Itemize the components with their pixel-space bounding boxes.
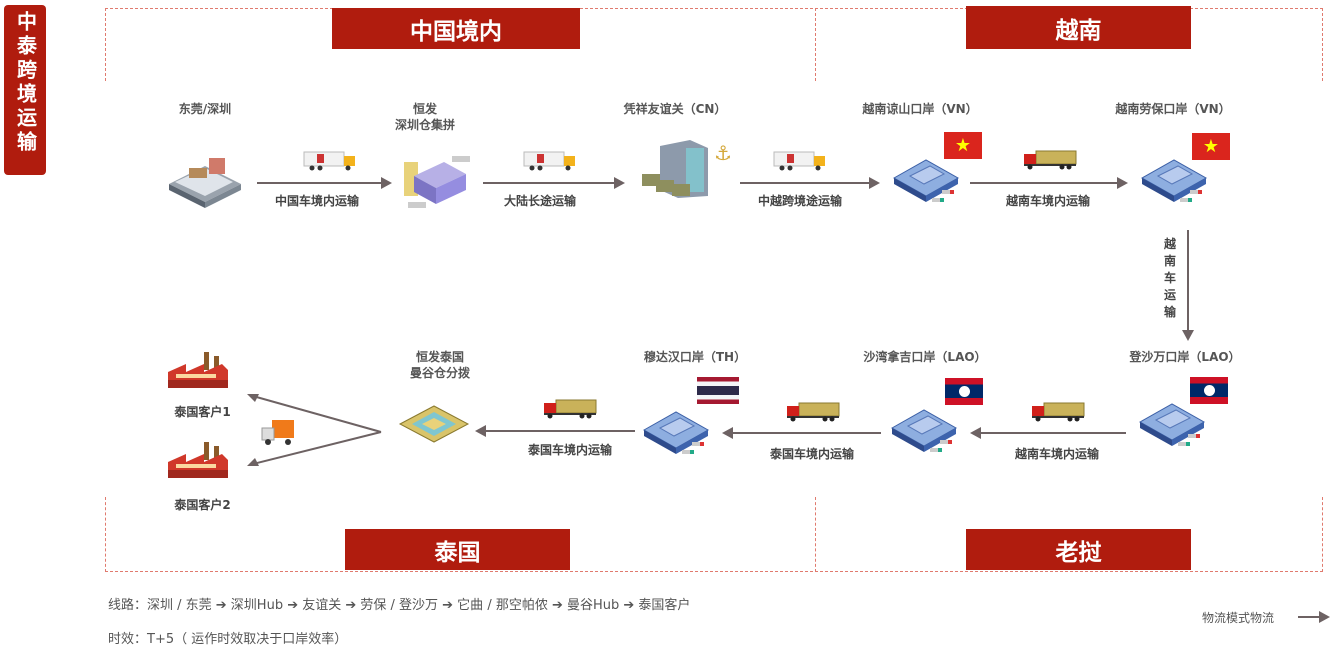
- leg-label: 泰国车境内运输: [769, 447, 854, 461]
- leg-label: 越南车境内运输: [1014, 447, 1099, 461]
- factory-icon: [166, 350, 230, 394]
- node-hengfa-th-line1: 恒发泰国: [415, 350, 464, 364]
- route-summary: 线路：深圳 / 东莞 ➔ 深圳Hub ➔ 友谊关 ➔ 劳保 / 登沙万 ➔ 它曲…: [108, 598, 691, 613]
- truck-icon: [542, 399, 598, 419]
- port-icon: [640, 402, 712, 460]
- leg-label: 中越跨境途运输: [757, 194, 842, 208]
- region-divider-bottom: [815, 497, 816, 572]
- route-arrow: [740, 177, 880, 189]
- port-icon: [888, 400, 960, 458]
- leg-label: 大陆长途运输: [503, 194, 576, 208]
- node-langson-label: 越南谅山口岸（VN）: [862, 102, 978, 116]
- region-frame-bottom: [105, 497, 1323, 572]
- node-hengfa-line1: 恒发: [412, 102, 437, 116]
- distribution-warehouse-icon: [398, 405, 470, 443]
- region-vietnam: 越南: [966, 6, 1191, 49]
- route-arrow: [722, 427, 881, 439]
- laos-flag-icon: [945, 378, 983, 405]
- consolidation-warehouse-icon: [404, 156, 470, 208]
- customer-2-label: 泰国客户2: [174, 498, 231, 512]
- region-divider-top: [815, 8, 816, 81]
- region-china: 中国境内: [332, 8, 580, 49]
- truck-icon: [785, 402, 841, 422]
- node-hengfa-bangkok-label: 恒发泰国曼谷仓分拨: [395, 349, 485, 381]
- warehouse-icon: [169, 158, 241, 208]
- region-thailand: 泰国: [345, 529, 570, 570]
- factory-icon: [166, 440, 230, 484]
- truck-icon: [1196, 248, 1218, 302]
- node-pingxiang-label: 凭祥友谊关（CN）: [623, 102, 727, 116]
- leg-label: 中国车境内运输: [274, 194, 359, 208]
- transit-time: 时效：T+5（ 运作时效取决于口岸效率）: [108, 632, 348, 647]
- legend-arrow: [1298, 611, 1330, 623]
- node-densavan-label: 登沙万口岸（LAO）: [1129, 350, 1241, 364]
- node-mukdahan-label: 穆达汉口岸（TH）: [643, 350, 747, 364]
- route-arrow: [475, 425, 635, 437]
- legend-label: 物流模式物流: [1202, 611, 1275, 625]
- diagram-title: 中泰跨境运输: [4, 5, 46, 175]
- route-arrow: [257, 177, 392, 189]
- region-laos: 老挝: [966, 529, 1191, 570]
- truck-icon: [1022, 150, 1078, 170]
- leg-label-vertical: 越南车运输: [1163, 237, 1176, 319]
- vietnam-flag-icon: ★: [1192, 133, 1230, 160]
- delivery-van-icon: [261, 420, 294, 445]
- customs-building-icon: ⚓: [642, 140, 732, 198]
- node-laobao-label: 越南劳保口岸（VN）: [1115, 102, 1231, 116]
- svg-text:⚓: ⚓: [714, 141, 732, 165]
- node-dongguan-shenzhen-label: 东莞/深圳: [178, 102, 232, 116]
- customer-1-label: 泰国客户1: [174, 405, 231, 419]
- distribution-arrows: [247, 394, 382, 466]
- region-frame-top: [105, 8, 1323, 81]
- route-arrow-down: [1187, 230, 1189, 334]
- node-hengfa-th-line2: 曼谷仓分拨: [409, 366, 470, 380]
- truck-icon: [1030, 402, 1086, 422]
- route-arrow: [483, 177, 625, 189]
- node-hengfa-line2: 深圳仓集拼: [394, 118, 455, 132]
- truck-icon: [302, 151, 358, 171]
- node-savannakhet-label: 沙湾拿吉口岸（LAO）: [863, 350, 987, 364]
- arrow-head: [1182, 330, 1194, 341]
- thailand-flag-icon: [697, 377, 739, 404]
- leg-label: 越南车境内运输: [1005, 194, 1090, 208]
- truck-icon: [522, 151, 578, 171]
- laos-flag-icon: [1190, 377, 1228, 404]
- route-arrow: [970, 177, 1128, 189]
- route-arrow: [970, 427, 1126, 439]
- truck-icon: [772, 151, 828, 171]
- leg-label: 泰国车境内运输: [527, 443, 612, 457]
- vietnam-flag-icon: ★: [944, 132, 982, 159]
- node-hengfa-shenzhen-label: 恒发深圳仓集拼: [380, 101, 470, 133]
